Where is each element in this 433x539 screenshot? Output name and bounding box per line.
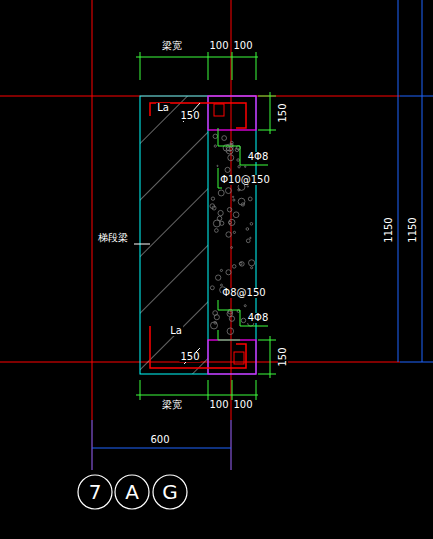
dimension-label: 100 <box>232 400 253 410</box>
dimension-label: 1150 <box>408 216 418 243</box>
axis-bubble: A <box>114 474 150 510</box>
axis-number: 7 <box>77 474 113 510</box>
dimension-label: 150 <box>179 352 200 362</box>
dimension-label: 4Φ8 <box>247 152 270 162</box>
axis-number: G <box>152 474 188 510</box>
axis-bubble: 7 <box>77 474 113 510</box>
dimension-label: 150 <box>179 111 200 121</box>
dimension-label: 100 <box>208 400 229 410</box>
dimension-label: Φ10@150 <box>219 175 271 185</box>
dimension-label: Φ8@150 <box>221 288 266 298</box>
dimension-label: La <box>169 326 183 336</box>
dimension-label: 100 <box>232 41 253 51</box>
dimension-label: 150 <box>278 102 288 123</box>
dimension-label: 150 <box>278 346 288 367</box>
dimension-label: 梁宽 <box>161 400 183 410</box>
dimension-label: 100 <box>208 41 229 51</box>
axis-number: A <box>114 474 150 510</box>
axis-bubble: G <box>152 474 188 510</box>
dimension-label: La <box>156 103 170 113</box>
dimension-label: 600 <box>149 435 170 445</box>
dimension-label: 梁宽 <box>161 41 183 51</box>
dimension-label: 梯段梁 <box>97 233 129 243</box>
dimension-label: 1150 <box>384 216 394 243</box>
dimension-label: 4Φ8 <box>247 313 270 323</box>
